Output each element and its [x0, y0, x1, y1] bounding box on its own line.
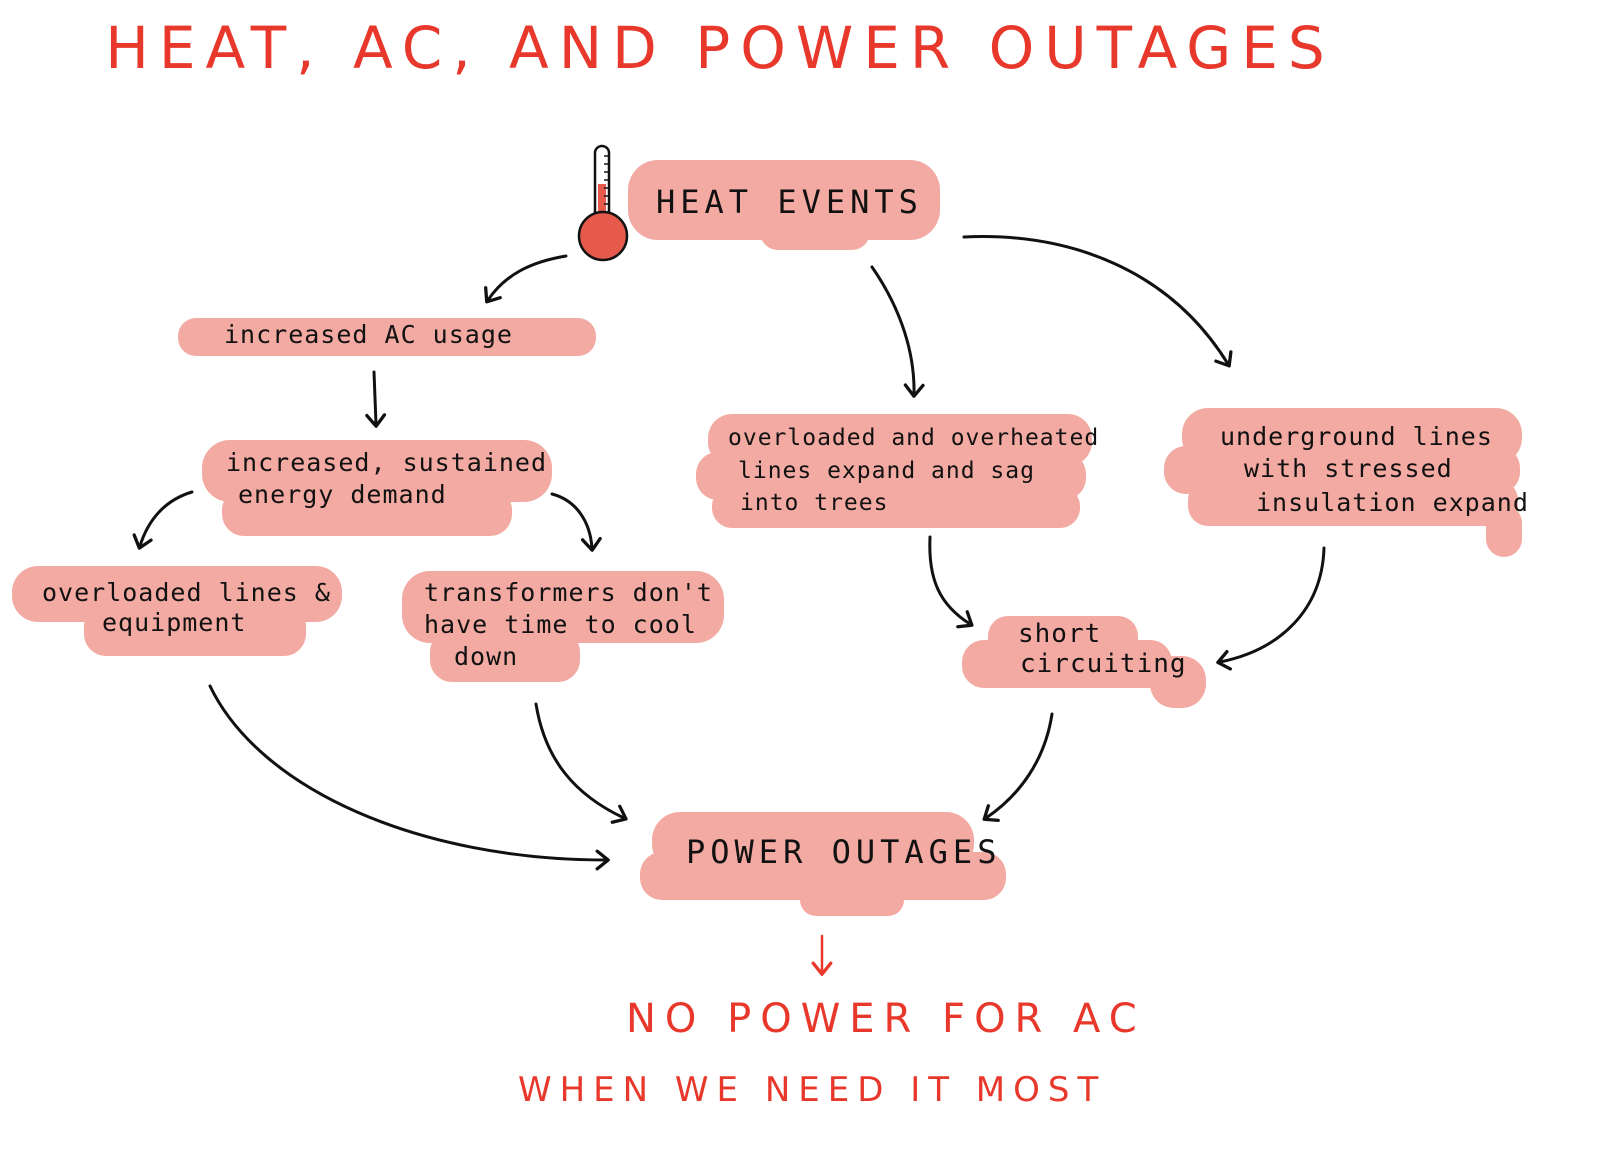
power-outages-highlight-tail [800, 880, 904, 916]
thermometer-bulb [577, 210, 629, 262]
arrow-heat-to-ac-usage [484, 254, 568, 304]
arrow-heat-to-underground [962, 235, 1233, 368]
arrow-ac-usage-to-energy-demand [365, 370, 387, 428]
underground-highlight-tail [1486, 505, 1522, 557]
node-overloaded-equipment-line-2: equipment [102, 608, 247, 637]
node-underground-line-2: with stressed [1244, 454, 1453, 483]
energy-demand-highlight-lower [222, 488, 512, 536]
conclusion-line-2: WHEN WE NEED IT MOST [518, 1070, 1107, 1110]
node-lines-sag-line-2: lines expand and sag [738, 458, 1035, 484]
node-heat-events: HEAT EVENTS [656, 183, 923, 221]
node-short-circuiting-line-1: short [1018, 619, 1102, 649]
node-short-circuiting-line-2: circuiting [1020, 649, 1187, 679]
arrows [132, 235, 1326, 871]
thermometer-icon [577, 144, 629, 262]
transformers-highlight [402, 571, 724, 643]
node-overloaded-equipment-line-1: overloaded lines & [42, 578, 331, 607]
short-circuiting-highlight-lower [962, 640, 1172, 688]
node-lines-sag-line-3: into trees [740, 490, 889, 516]
node-power-outages: POWER OUTAGES [686, 833, 1002, 871]
highlight-blobs [12, 160, 1522, 916]
arrow-transformers-to-outages [534, 702, 628, 824]
arrow-underground-to-short-circuiting [1216, 546, 1326, 671]
overloaded-equipment-highlight-lower [84, 604, 306, 656]
conclusion-line-1: NO POWER FOR AC [626, 996, 1146, 1042]
thermometer-ticks [604, 155, 609, 205]
transformers-highlight-lower [430, 630, 580, 682]
energy-demand-highlight [202, 440, 552, 502]
page-title: HEAT, AC, AND POWER OUTAGES [105, 14, 1335, 82]
arrow-short-circuiting-to-outages [982, 712, 1054, 823]
arrow-lines-sag-to-short-circuiting [928, 535, 974, 629]
node-energy-demand-line-1: increased, sustained [226, 448, 548, 477]
thermometer-mercury [598, 184, 606, 234]
node-underground-line-3: insulation expand [1256, 488, 1529, 517]
arrow-overloaded-equipment-to-outages [208, 684, 610, 871]
node-transformers-line-3: down [454, 642, 519, 671]
node-increased-ac-usage: increased AC usage [224, 320, 513, 349]
node-transformers-line-2: have time to cool [424, 610, 697, 639]
arrow-energy-demand-to-overloaded-equipment [132, 490, 194, 550]
arrow-heat-to-lines-sag [870, 265, 925, 398]
node-lines-sag-line-1: overloaded and overheated [728, 425, 1100, 451]
underground-highlight-lower [1188, 480, 1518, 526]
node-transformers-line-1: transformers don't [424, 578, 713, 607]
heat-events-highlight-tail [760, 210, 870, 250]
short-circuiting-highlight-tail [1150, 656, 1206, 708]
node-energy-demand-line-2: energy demand [238, 480, 447, 509]
arrow-energy-demand-to-transformers [550, 492, 602, 552]
power-outages-highlight-lower [640, 852, 1006, 900]
ac-usage-highlight [178, 318, 596, 356]
node-underground-line-1: underground lines [1220, 422, 1493, 451]
lines-sag-highlight-lower [712, 486, 1080, 528]
